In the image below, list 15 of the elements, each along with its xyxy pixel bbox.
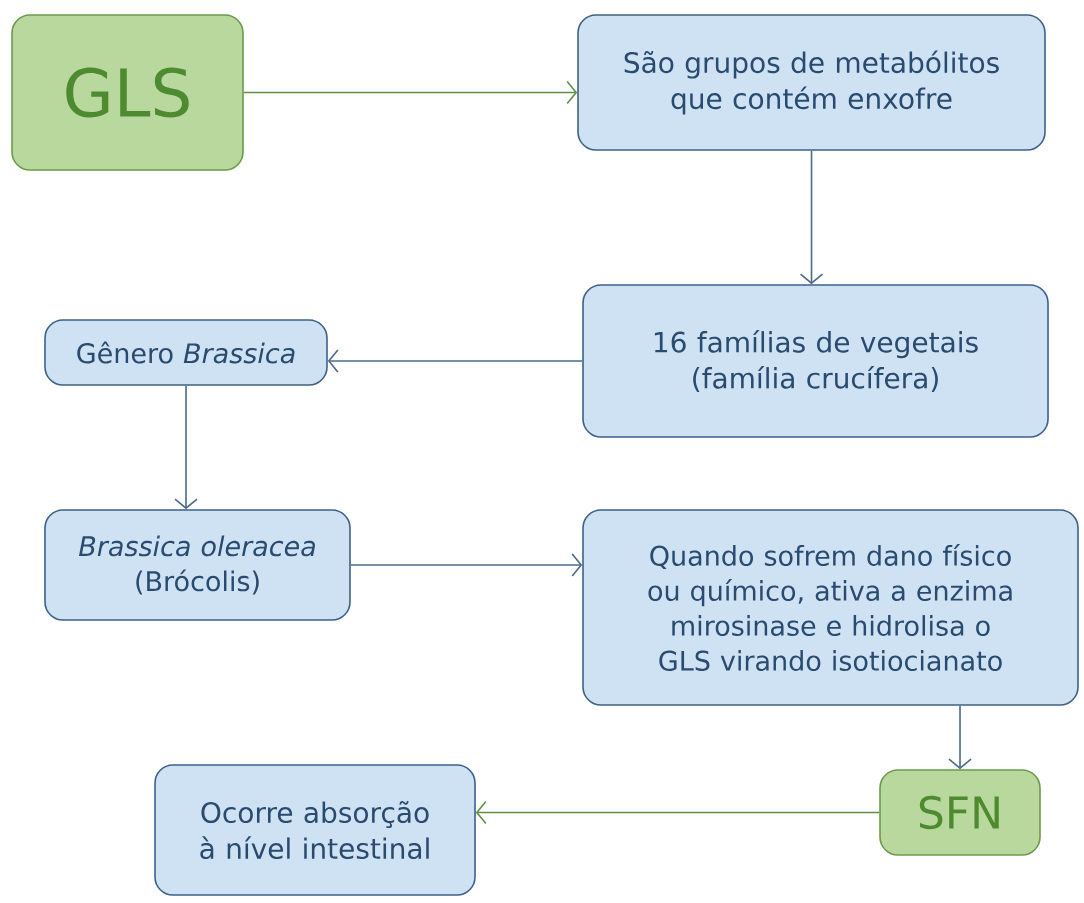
process-box: 16 famílias de vegetais (família crucífera) (582, 284, 1049, 438)
process-box: Gênero Brassica (44, 319, 328, 386)
process-box: São grupos de metabólitos que contém enxofre (577, 14, 1046, 151)
arrow (799, 150, 824, 285)
process-box: Ocorre absorção à nível intestinal (154, 764, 476, 896)
arrow (243, 80, 578, 105)
arrow (174, 385, 198, 510)
term-box: SFN (879, 769, 1041, 856)
process-box: Brassica oleracea (Brócolis) (44, 509, 351, 621)
process-box: Quando sofrem dano físico ou químico, ativa a enzima mirosinase e hidrolisa o GLS virando isotiocianato (582, 509, 1079, 706)
arrow (350, 553, 583, 577)
term-box: GLS (11, 14, 244, 171)
arrow (327, 349, 583, 373)
arrow (948, 705, 972, 770)
arrow (475, 800, 880, 825)
